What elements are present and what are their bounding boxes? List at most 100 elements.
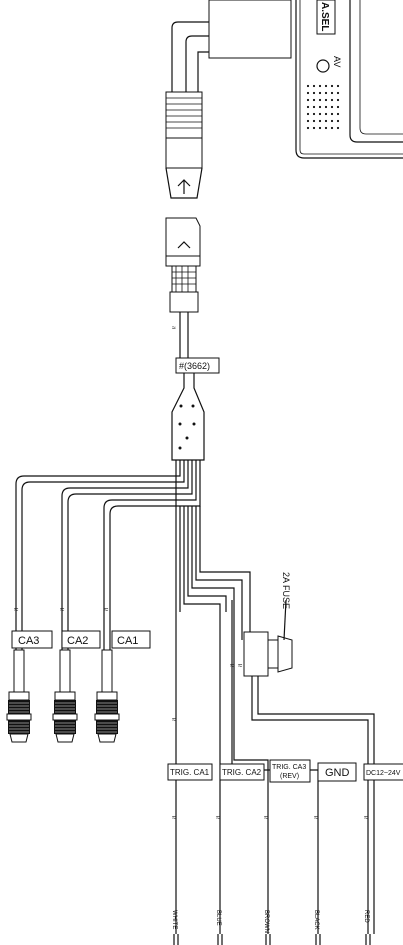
svg-text:≈: ≈	[14, 605, 19, 614]
function-label-gnd: GND	[317, 762, 357, 782]
arrow-up-icon	[177, 241, 191, 249]
fuse-holder: 2A FUSE	[243, 572, 293, 677]
function-label-trig-ca3: TRIG. CA3 (REV)	[269, 759, 311, 783]
wire-end-tips	[173, 934, 371, 945]
part-number-label: #(3662)	[179, 361, 210, 371]
av-button[interactable]	[316, 59, 330, 73]
av-button-label: AV	[332, 56, 342, 67]
speaker-dot	[312, 84, 316, 88]
speaker-dot	[330, 119, 334, 123]
a-sel-button[interactable]	[316, 0, 336, 35]
speaker-dot	[318, 105, 322, 109]
speaker-dot	[330, 98, 334, 102]
svg-text:≈: ≈	[264, 813, 269, 822]
svg-text:≈: ≈	[172, 715, 177, 724]
speaker-dot	[318, 91, 322, 95]
camera-connectors	[6, 649, 120, 743]
camera-label-ca2-text: CA2	[67, 635, 88, 647]
speaker-dot	[330, 112, 334, 116]
speaker-dot	[306, 98, 310, 102]
camera-label-ca3: CA3	[11, 630, 53, 649]
monitor-cable	[171, 0, 292, 92]
svg-text:≈: ≈	[216, 813, 221, 822]
male-connector	[165, 91, 203, 199]
speaker-dot	[306, 112, 310, 116]
function-label-trig-ca3-line2: (REV)	[280, 773, 299, 780]
function-label-trig-ca1-text: TRIG. CA1	[170, 768, 210, 777]
speaker-dot	[318, 112, 322, 116]
wire-color-red: RED	[363, 910, 369, 923]
female-connector: ≈	[165, 217, 201, 362]
speaker-dot	[312, 98, 316, 102]
function-label-dc: DC12~24V	[363, 763, 403, 781]
speaker-dot	[306, 119, 310, 123]
speaker-dot	[324, 91, 328, 95]
function-label-gnd-text: GND	[325, 767, 350, 779]
splitter-hub	[171, 373, 205, 461]
fuse-label: 2A FUSE	[281, 572, 291, 609]
speaker-dot	[324, 84, 328, 88]
svg-text:≈: ≈	[364, 813, 369, 822]
wire-color-blue: BLUE	[215, 910, 221, 926]
speaker-dot	[318, 98, 322, 102]
camera-connector	[6, 649, 32, 743]
speaker-dot	[318, 126, 322, 130]
speaker-dot	[312, 91, 316, 95]
svg-text:≈: ≈	[104, 605, 109, 614]
speaker-dot	[306, 84, 310, 88]
speaker-dot	[318, 84, 322, 88]
power-trigger-wires: ≈ ≈ ≈ ≈ ≈ ≈ ≈ ≈	[172, 460, 375, 934]
speaker-dot	[324, 105, 328, 109]
speaker-dot	[324, 119, 328, 123]
speaker-dot	[336, 98, 340, 102]
speaker-dot	[330, 105, 334, 109]
arrow-down-icon	[177, 179, 191, 194]
camera-label-ca1: CA1	[111, 630, 151, 649]
camera-label-ca2: CA2	[61, 630, 101, 649]
speaker-dot	[330, 84, 334, 88]
speaker-dot	[336, 84, 340, 88]
svg-text:≈: ≈	[314, 813, 319, 822]
speaker-dot	[312, 112, 316, 116]
camera-label-ca3-text: CA3	[18, 635, 39, 647]
monitor: A.SEL AV	[295, 0, 403, 159]
speaker-dot	[336, 126, 340, 130]
speaker-dot	[312, 105, 316, 109]
camera-label-ca1-text: CA1	[117, 635, 138, 647]
monitor-speaker-grille	[306, 84, 340, 130]
speaker-dot	[306, 126, 310, 130]
speaker-dot	[336, 105, 340, 109]
speaker-dot	[324, 98, 328, 102]
speaker-dot	[324, 112, 328, 116]
camera-connector	[94, 649, 120, 743]
speaker-dot	[312, 119, 316, 123]
speaker-dot	[336, 112, 340, 116]
speaker-dot	[336, 91, 340, 95]
part-number-tag: #(3662)	[175, 357, 220, 374]
function-label-trig-ca2: TRIG. CA2	[219, 763, 265, 781]
speaker-dot	[312, 126, 316, 130]
function-label-trig-ca2-text: TRIG. CA2	[222, 768, 262, 777]
svg-text:≈: ≈	[230, 661, 235, 670]
wire-color-labels: WHITE BLUE BROWN BLACK RED	[171, 910, 369, 933]
speaker-dot	[336, 119, 340, 123]
wire-color-black: BLACK	[313, 910, 319, 930]
svg-text:≈: ≈	[60, 605, 65, 614]
svg-text:≈: ≈	[238, 661, 243, 670]
speaker-dot	[306, 91, 310, 95]
svg-text:≈: ≈	[172, 813, 177, 822]
speaker-dot	[330, 91, 334, 95]
wire-color-brown: BROWN	[263, 910, 269, 933]
function-label-trig-ca3-line1: TRIG. CA3	[272, 764, 306, 771]
speaker-dot	[324, 126, 328, 130]
a-sel-button-label: A.SEL	[319, 2, 330, 31]
function-label-trig-ca1: TRIG. CA1	[167, 763, 213, 781]
camera-connector	[52, 649, 78, 743]
speaker-dot	[306, 105, 310, 109]
wire-color-white: WHITE	[171, 910, 177, 929]
speaker-dot	[318, 119, 322, 123]
camera-branch-wires: ≈ ≈ ≈	[14, 460, 201, 692]
cable-strain-box	[208, 0, 292, 59]
function-label-dc-text: DC12~24V	[366, 770, 401, 777]
